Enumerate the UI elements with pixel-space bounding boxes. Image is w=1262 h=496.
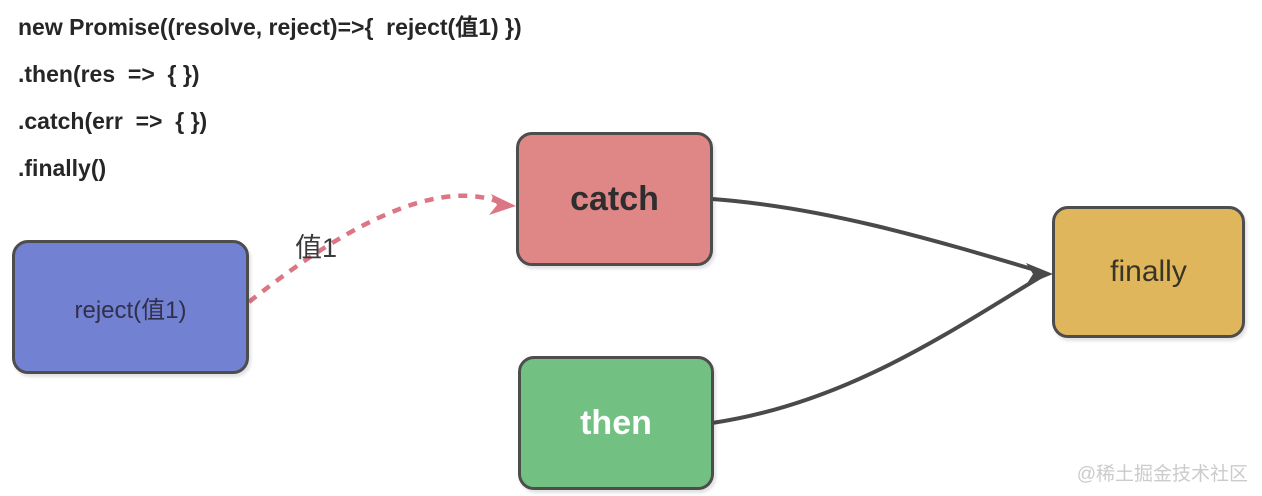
node-then[interactable]: then (518, 356, 714, 490)
code-line-then: .then(res => { }) (18, 61, 200, 87)
node-finally-label: finally (1110, 255, 1187, 288)
node-finally[interactable]: finally (1052, 206, 1245, 338)
edge-catch-to-finally (710, 197, 1044, 274)
edge-then-to-finally (710, 274, 1044, 425)
node-then-label: then (580, 403, 652, 442)
edge-reject-to-catch (247, 193, 505, 304)
node-reject-label: reject(值1) (74, 296, 187, 324)
node-reject[interactable]: reject(值1) (12, 240, 249, 374)
merge-arrowhead (1026, 263, 1053, 285)
code-line-new-promise: new Promise((resolve, reject)=>{ reject(… (18, 14, 522, 40)
code-line-catch: .catch(err => { }) (18, 108, 208, 134)
code-block: new Promise((resolve, reject)=>{ reject(… (18, 12, 522, 200)
node-catch[interactable]: catch (516, 132, 713, 266)
edge-value-label: 值1 (295, 233, 338, 263)
watermark: @稀土掘金技术社区 (1076, 464, 1248, 485)
code-line-finally: .finally() (18, 155, 107, 181)
node-catch-label: catch (570, 179, 659, 218)
